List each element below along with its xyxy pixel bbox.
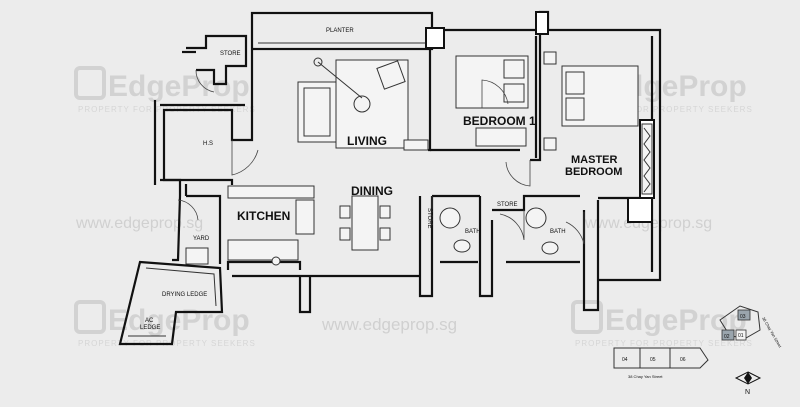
keyplan-block-02: 02 bbox=[724, 334, 730, 340]
label-store-mid: STORE bbox=[497, 202, 518, 208]
label-yard: YARD bbox=[193, 236, 210, 242]
label-hs: H.S bbox=[203, 141, 213, 147]
toilet-icon bbox=[453, 239, 471, 253]
armchair-icon bbox=[376, 60, 406, 90]
basin-icon bbox=[439, 207, 461, 229]
watermark-brand: EdgeProp bbox=[108, 70, 250, 103]
label-dining: DINING bbox=[351, 184, 393, 198]
dining-table-icon bbox=[351, 195, 379, 251]
tv-console-icon bbox=[403, 139, 429, 151]
label-ac-line1: AC bbox=[145, 318, 154, 324]
furniture bbox=[185, 51, 653, 265]
watermark-logo-bottom-right: EdgeProp PROPERTY FOR PROPERTY SEEKERS bbox=[571, 300, 753, 348]
label-bedroom-1: BEDROOM 1 bbox=[463, 114, 536, 128]
master-wardrobe-icon bbox=[641, 123, 653, 195]
label-store-top: STORE bbox=[220, 51, 241, 57]
label-master-line1: MASTER bbox=[571, 154, 618, 166]
watermark-brand: EdgeProp bbox=[108, 304, 250, 337]
north-label: N bbox=[745, 389, 750, 396]
keyplan-road-right: 38 Chay Yan Street bbox=[761, 316, 783, 349]
keyplan-road-bottom: 38 Chay Yan Street bbox=[628, 374, 663, 379]
watermark-url: www.edgeprop.sg bbox=[321, 315, 457, 334]
label-living: LIVING bbox=[347, 134, 387, 148]
label-master-line2: BEDROOM bbox=[565, 166, 622, 178]
fridge-icon bbox=[295, 199, 315, 235]
keyplan-block-01: 01 bbox=[738, 333, 744, 339]
washer-icon bbox=[185, 247, 209, 265]
side-table-icon bbox=[353, 95, 371, 113]
drying-ledge-outline bbox=[118, 260, 224, 346]
keyplan-block-03: 03 bbox=[740, 314, 746, 320]
kitchen-counter-top bbox=[227, 185, 315, 199]
label-planter: PLANTER bbox=[326, 28, 354, 34]
watermark-logo-top-left: EdgeProp PROPERTY FOR PROPERTY SEEKERS bbox=[74, 66, 255, 114]
label-drying-ledge: DRYING LEDGE bbox=[162, 292, 207, 298]
label-kitchen: KITCHEN bbox=[237, 209, 290, 223]
keyplan-block-06: 06 bbox=[680, 357, 686, 363]
basin-icon bbox=[525, 207, 547, 229]
kitchen-counter-bottom bbox=[227, 239, 299, 261]
toilet-icon bbox=[541, 241, 559, 255]
label-ac-line2: LEDGE bbox=[140, 325, 160, 331]
wardrobe-icon bbox=[475, 127, 527, 147]
room-labels: PLANTER STORE LIVING BEDROOM 1 MASTER BE… bbox=[140, 28, 622, 331]
label-store-vertical: STORE bbox=[426, 208, 432, 229]
watermark-url: www.edgeprop.sg bbox=[584, 215, 712, 232]
watermark-tagline: PROPERTY FOR PROPERTY SEEKERS bbox=[575, 105, 753, 114]
keyplan-block-04: 04 bbox=[622, 357, 628, 363]
watermark-url: www.edgeprop.sg bbox=[75, 215, 203, 232]
stove-icon bbox=[271, 256, 281, 266]
north-arrow-icon: N bbox=[734, 371, 762, 396]
doors bbox=[177, 69, 585, 245]
label-bath-1: BATH bbox=[465, 229, 481, 235]
outer-wall-left bbox=[162, 50, 254, 185]
watermark-tagline: PROPERTY FOR PROPERTY SEEKERS bbox=[575, 339, 753, 348]
store-top-outline bbox=[186, 34, 248, 86]
watermark-logo-bottom-left: EdgeProp PROPERTY FOR PROPERTY SEEKERS bbox=[74, 300, 255, 348]
keyplan-block-05: 05 bbox=[650, 357, 656, 363]
label-bath-2: BATH bbox=[550, 229, 566, 235]
